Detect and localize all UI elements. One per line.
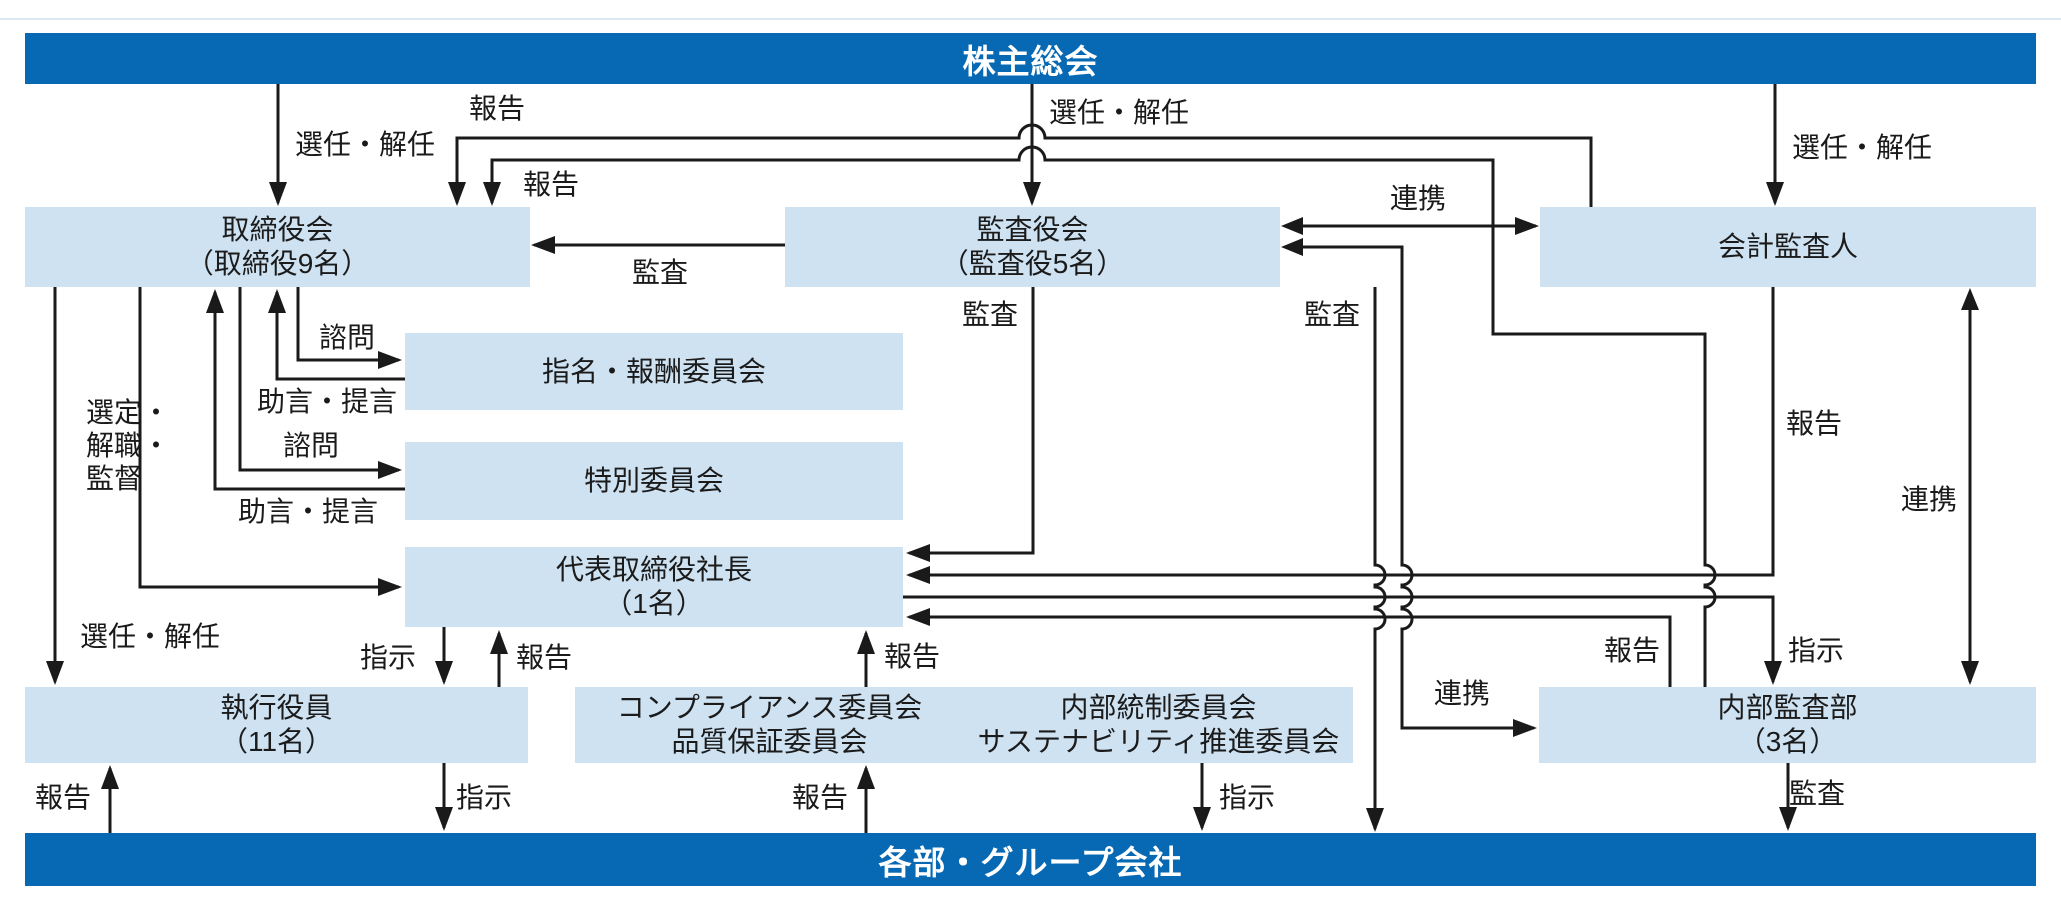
label-appoint-audit-board: 選任・解任 (1048, 97, 1190, 128)
top-hairline (0, 18, 2061, 20)
label-audit-of-president: 監査 (961, 299, 1019, 330)
node-management-committees: コンプライアンス委員会 品質保証委員会 内部統制委員会 サステナビリティ推進委員… (575, 687, 1353, 763)
label-report-internal-to-president: 報告 (1603, 635, 1661, 666)
node-board-of-directors: 取締役会 （取締役9名） (25, 207, 530, 287)
label-consult-nomination: 諮問 (318, 322, 376, 353)
sustainability-committee-label: サステナビリティ推進委員会 (977, 726, 1340, 757)
audit-board-line1: 監査役会 (976, 214, 1089, 245)
label-audit-of-board: 監査 (631, 257, 689, 288)
node-shareholders-meeting: 株主総会 (25, 33, 2036, 84)
internal-audit-line1: 内部監査部 (1717, 692, 1858, 723)
accounting-auditor-title: 会計監査人 (1717, 231, 1858, 262)
label-advice-special: 助言・提言 (237, 496, 379, 527)
committee-column-left: コンプライアンス委員会 品質保証委員会 (575, 691, 964, 759)
nomination-committee-title: 指名・報酬委員会 (541, 355, 766, 387)
label-instruct-internal: 指示 (1787, 635, 1845, 666)
node-audit-supervisory-board: 監査役会 （監査役5名） (785, 207, 1280, 287)
compliance-committee-label: コンプライアンス委員会 (616, 692, 923, 723)
shareholders-title: 株主総会 (962, 42, 1099, 80)
audit-board-line2: （監査役5名） (940, 248, 1125, 279)
edge-report-auditor-to-board (448, 123, 1593, 207)
node-executive-officers: 執行役員 （11名） (25, 687, 528, 763)
committee-column-right: 内部統制委員会 サステナビリティ推進委員会 (964, 691, 1353, 759)
label-consult-special: 諮問 (282, 430, 340, 461)
board-line1: 取締役会 (221, 214, 334, 245)
edge-consult-special (238, 287, 402, 479)
president-line1: 代表取締役社長 (555, 554, 752, 585)
edge-advice-nomination (268, 289, 405, 381)
label-report-groups-to-committees: 報告 (791, 782, 849, 813)
label-report-internal-to-board: 報告 (522, 169, 580, 200)
node-president: 代表取締役社長 （1名） (405, 547, 903, 627)
quality-committee-label: 品質保証委員会 (671, 726, 868, 757)
label-appoint-executives: 選任・解任 (79, 621, 221, 652)
board-line2: （取締役9名） (185, 248, 370, 279)
label-report-executives-to-president: 報告 (515, 642, 573, 673)
edge-report-auditor-to-president (906, 287, 1775, 584)
label-instruct-executives: 指示 (359, 642, 417, 673)
label-report-groups-to-executives: 報告 (34, 782, 92, 813)
label-instruct-executives-to-groups: 指示 (455, 782, 513, 813)
label-appoint-auditor: 選任・解任 (1791, 132, 1933, 163)
label-instruct-committees-to-groups: 指示 (1218, 782, 1276, 813)
node-accounting-auditor: 会計監査人 (1540, 207, 2036, 287)
node-groups-departments: 各部・グループ会社 (25, 833, 2036, 886)
edge-consult-nomination (296, 287, 402, 369)
edge-report-internal-to-president (906, 608, 1672, 687)
label-appoint-board: 選任・解任 (294, 129, 436, 160)
label-advice-nomination: 助言・提言 (256, 386, 398, 417)
label-cooperate-auditboard-internal: 連携 (1433, 678, 1491, 709)
label-cooperate-auditor-internal: 連携 (1900, 484, 1958, 515)
executive-officers-line2: （11名） (219, 726, 334, 757)
edge-report-internal-to-board (483, 145, 1717, 687)
arrowhead-cooperate-up (1961, 288, 1979, 310)
node-internal-audit-department: 内部監査部 （3名） (1539, 687, 2036, 763)
label-audit-internal-to-groups: 監査 (1788, 778, 1846, 809)
label-cooperate-auditboard-auditor: 連携 (1389, 183, 1447, 214)
arrowhead-cooperate-left (1281, 217, 1303, 235)
edge-advice-special (206, 289, 405, 491)
president-line2: （1名） (604, 588, 704, 619)
label-report-auditor-to-board: 報告 (468, 93, 526, 124)
special-committee-title: 特別委員会 (583, 465, 724, 496)
edge-audit-of-president (906, 287, 1035, 562)
label-select-dismiss-supervise: 選定・ 解職・ 監督 (86, 397, 171, 494)
edge-audit-of-groups (1366, 287, 1387, 832)
label-report-committees-to-president: 報告 (883, 641, 941, 672)
internal-audit-line2: （3名） (1737, 726, 1838, 757)
node-nomination-compensation-committee: 指名・報酬委員会 (405, 333, 903, 410)
executive-officers-line1: 執行役員 (220, 692, 333, 723)
internal-control-committee-label: 内部統制委員会 (1060, 692, 1257, 723)
label-report-auditor-to-president: 報告 (1785, 408, 1843, 439)
label-audit-of-groups: 監査 (1303, 299, 1361, 330)
arrowhead-cooperate-internal-left (1281, 238, 1303, 256)
edge-instruct-internal (903, 595, 1782, 685)
edge-select-dismiss-supervise (138, 287, 402, 596)
groups-title: 各部・グループ会社 (878, 843, 1183, 881)
node-special-committee: 特別委員会 (405, 442, 903, 520)
